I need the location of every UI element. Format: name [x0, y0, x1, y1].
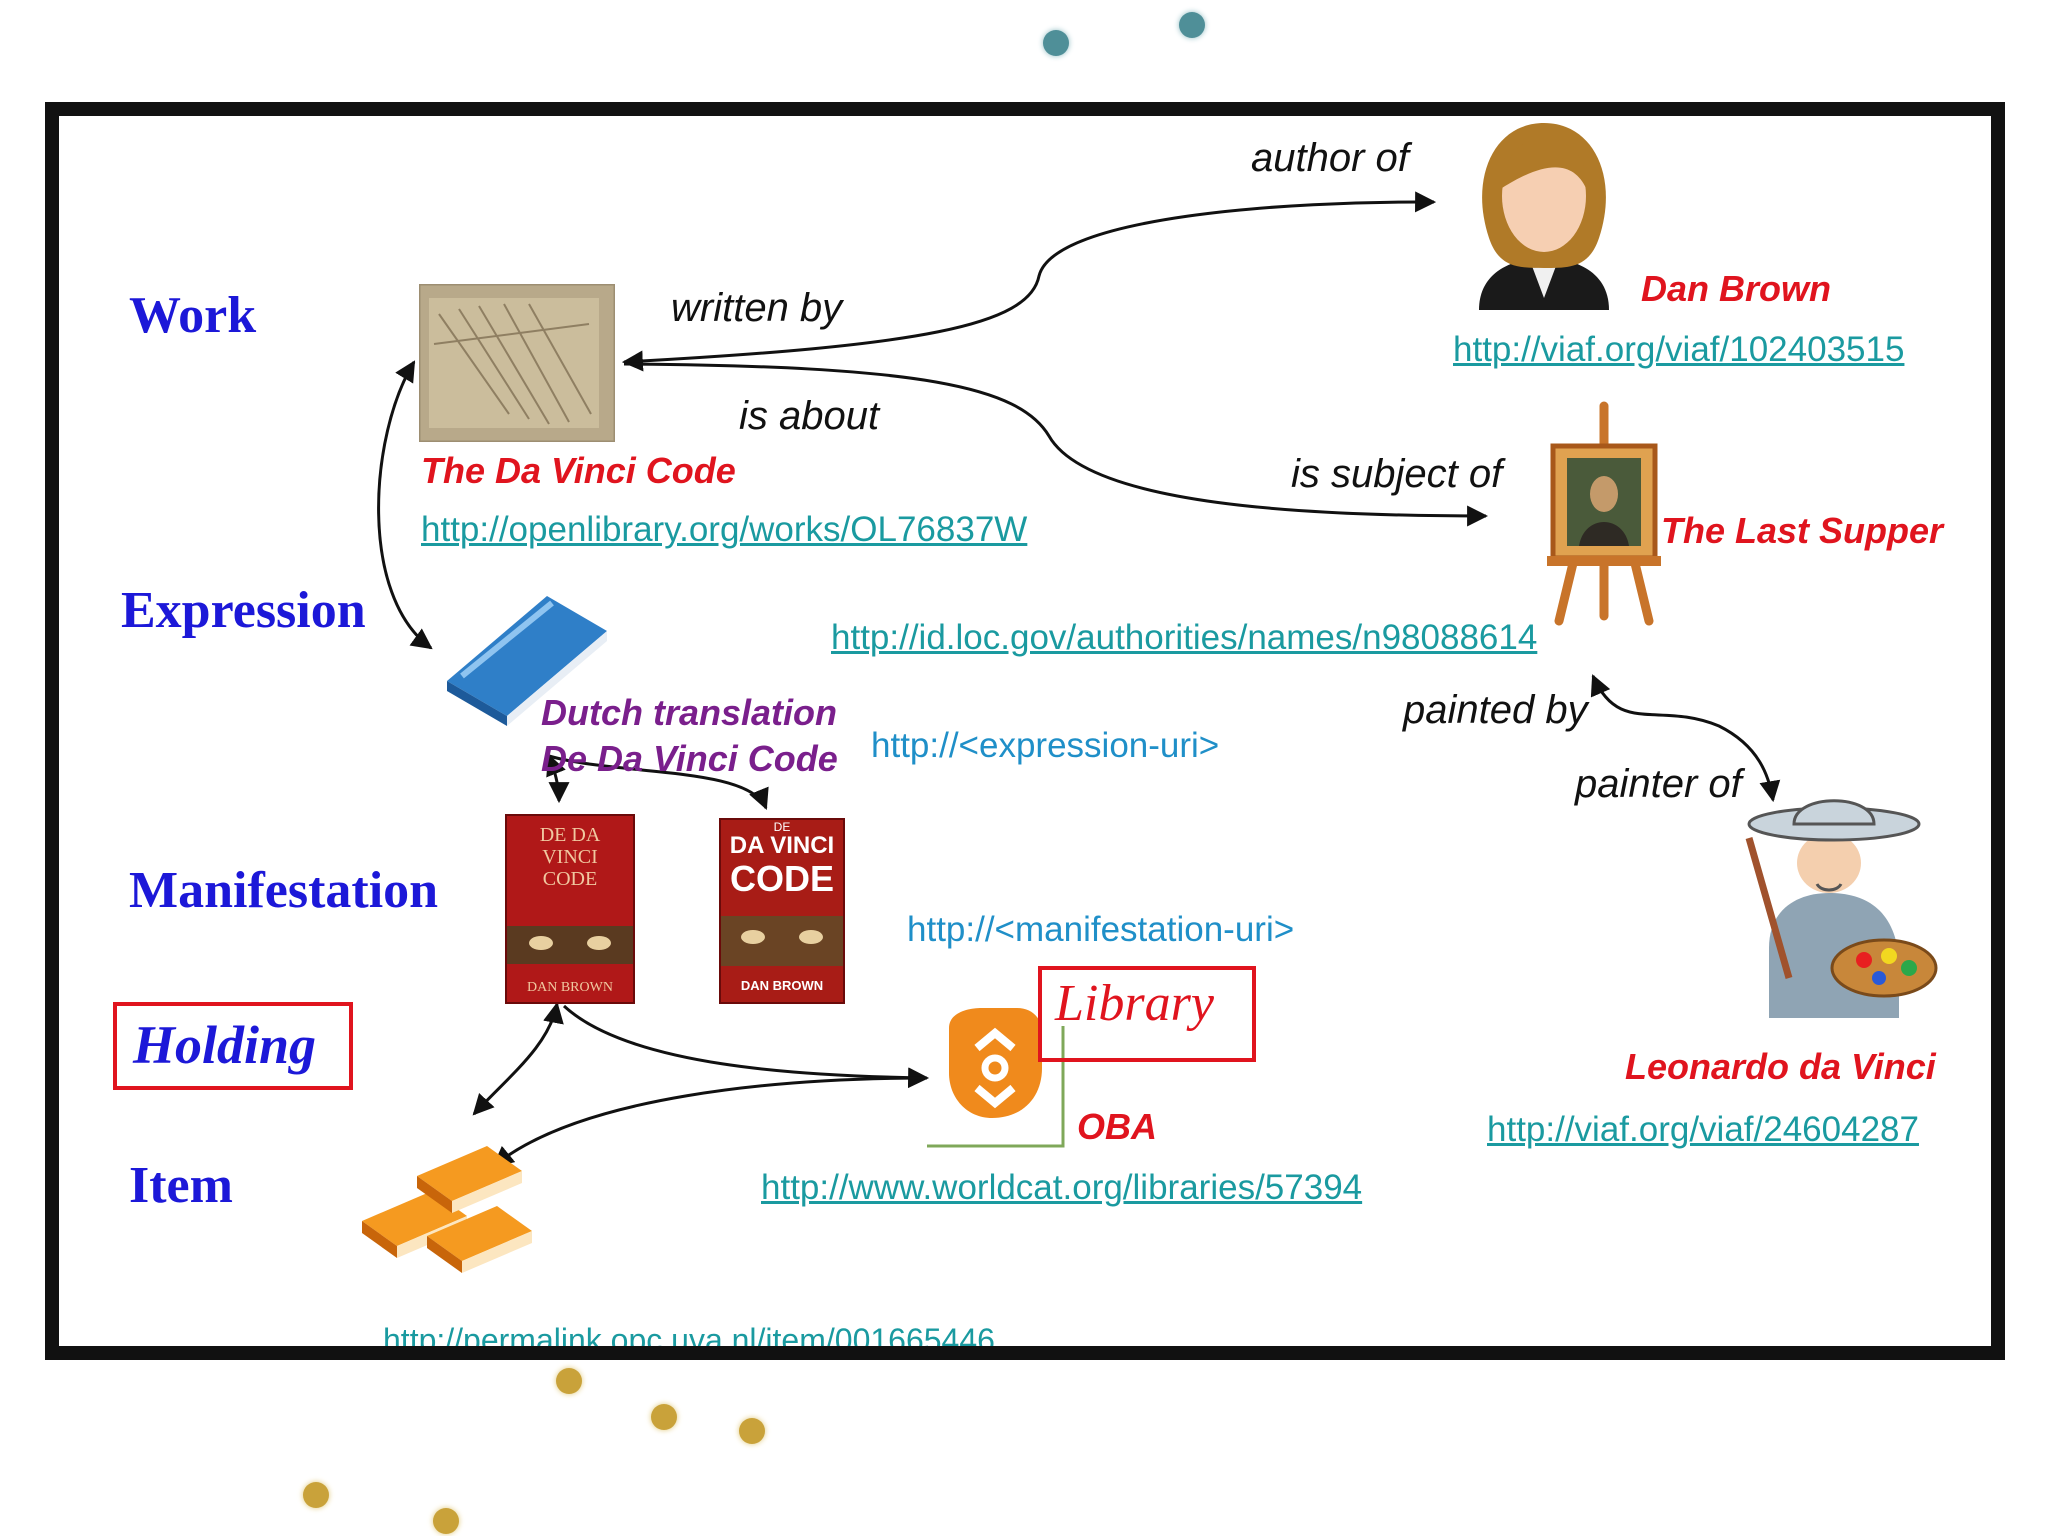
cover1-title: DE DA VINCI CODE: [539, 824, 601, 890]
decor-dot: [651, 1404, 677, 1430]
relation-written-by: written by: [671, 286, 843, 330]
level-manifestation: Manifestation: [129, 862, 439, 919]
relation-is-subject-of: is subject of: [1291, 452, 1503, 496]
easel-painting-icon: [1547, 401, 1661, 626]
arrow-work-expression: [377, 360, 433, 650]
relation-painted-by: painted by: [1403, 688, 1588, 732]
uri-library-link[interactable]: http://www.worldcat.org/libraries/57394: [761, 1168, 1363, 1207]
relation-painter-of: painter of: [1575, 762, 1742, 806]
entity-expression-line1: Dutch translation: [541, 692, 838, 733]
arrow-written-by-author-of: [621, 191, 1437, 372]
level-work: Work: [129, 287, 257, 344]
uri-work-link[interactable]: http://openlibrary.org/works/OL76837W: [421, 510, 1028, 549]
oba-logo-icon: [927, 1008, 1065, 1148]
relation-author-of: author of: [1251, 136, 1409, 180]
relation-is-about: is about: [739, 394, 880, 438]
entity-expression-line2: De Da Vinci Code: [541, 738, 838, 779]
arrow-expression-manifestation-2: [548, 754, 769, 810]
decor-dot: [433, 1508, 459, 1534]
uri-painter-link[interactable]: http://viaf.org/viaf/24604287: [1487, 1110, 1919, 1149]
diagram-frame: Work Expression Manifestation Holding It…: [45, 102, 2005, 1360]
arrow-painted-by-painter-of: [1590, 674, 1781, 803]
level-expression: Expression: [121, 582, 366, 639]
author-avatar-icon: [1479, 123, 1609, 310]
book-cover-1: DE DA VINCI CODE DAN BROWN: [505, 814, 635, 1004]
uri-manifestation: http://<manifestation-uri>: [907, 910, 1295, 949]
manuscript-image: [419, 284, 615, 442]
decor-dot: [739, 1418, 765, 1444]
entity-library-label: Library: [1055, 975, 1214, 1032]
arrow-manifestation-item: [472, 1001, 564, 1116]
decor-dot: [303, 1482, 329, 1508]
decor-dot: [1179, 12, 1205, 38]
level-holding: Holding: [133, 1015, 317, 1075]
blue-book-icon: [447, 596, 607, 726]
uri-author-link[interactable]: http://viaf.org/viaf/102403515: [1453, 330, 1905, 369]
relationship-arrows: [377, 191, 1781, 1168]
level-item: Item: [129, 1157, 233, 1214]
entity-author: Dan Brown: [1641, 268, 1832, 309]
book-cover-2: DE DA VINCI CODE DAN BROWN: [719, 818, 845, 1004]
decor-dot: [556, 1368, 582, 1394]
arrow-expression-manifestation-1: [546, 754, 570, 804]
entity-library-name: OBA: [1077, 1106, 1157, 1147]
orange-books-icon: [362, 1146, 532, 1273]
cover2-small: DE: [773, 820, 791, 834]
entity-painter: Leonardo da Vinci: [1625, 1046, 1936, 1087]
cover1-author: DAN BROWN: [527, 980, 613, 995]
arrow-is-about-subject-of: [623, 362, 1489, 527]
cover2-title2: CODE: [729, 858, 834, 899]
uri-item-link[interactable]: http://permalink.opc.uva.nl/item/0016654…: [383, 1322, 995, 1358]
arrow-manifestation-library: [562, 1004, 930, 1089]
entity-painting: The Last Supper: [1661, 510, 1944, 551]
arrow-item-library: [492, 1076, 928, 1168]
cover2-title1: DA VINCI: [729, 832, 835, 859]
decor-dot: [1043, 30, 1069, 56]
library-box: [1038, 966, 1256, 1062]
painter-figure-icon: [1745, 799, 1938, 1018]
cover2-author: DAN BROWN: [740, 978, 824, 993]
entity-work-title: The Da Vinci Code: [421, 450, 736, 491]
uri-painting-link[interactable]: http://id.loc.gov/authorities/names/n980…: [831, 618, 1538, 657]
uri-expression: http://<expression-uri>: [871, 726, 1220, 765]
holding-box: [113, 1002, 353, 1090]
